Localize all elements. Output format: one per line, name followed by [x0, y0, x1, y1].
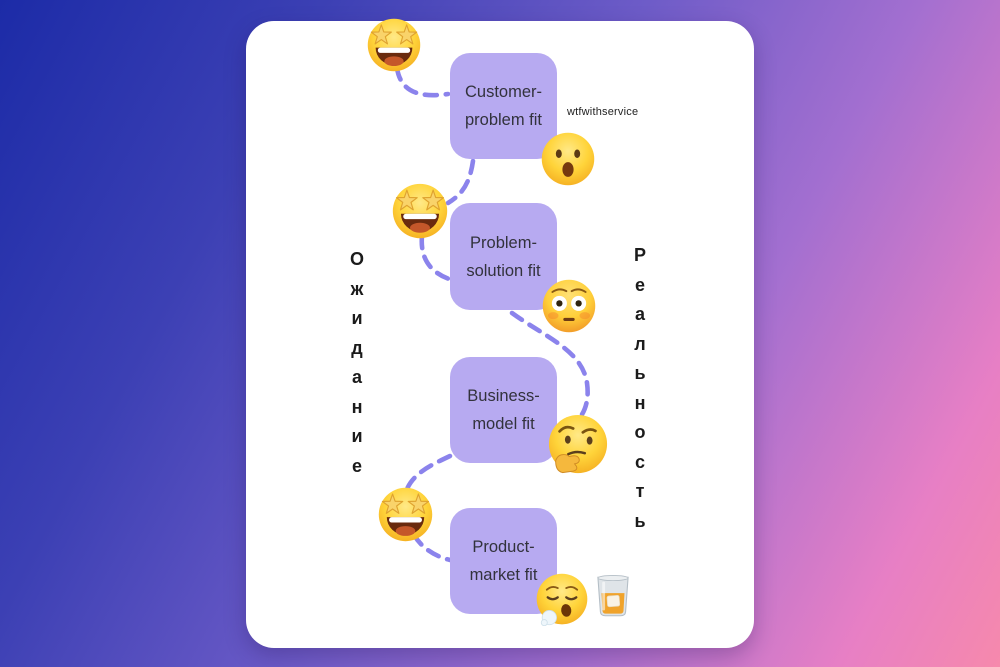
box-label-line: Problem- [470, 233, 537, 252]
watermark-text: wtfwithservice [567, 106, 639, 118]
vertical-letter: о [634, 422, 646, 442]
star-struck-emoji [391, 182, 449, 240]
expectation-vertical-label: О ж и д а н и е [344, 248, 370, 477]
vertical-letter: н [351, 396, 363, 417]
box-label-line: Product- [472, 538, 535, 556]
box-label-line: market fit [469, 566, 538, 584]
vertical-letter: О [349, 249, 364, 269]
vertical-letter: ж [350, 278, 364, 299]
vertical-letter: и [351, 308, 363, 328]
vertical-letter: с [634, 451, 645, 472]
vertical-letter: Р [633, 245, 646, 265]
reality-vertical-label: Р е а л ь н о с т ь [627, 244, 653, 532]
face-with-open-mouth-emoji [540, 131, 596, 187]
vertical-letter: и [351, 426, 363, 446]
box-business-model-fit: Business- model fit [450, 357, 557, 463]
vertical-letter: е [634, 274, 645, 295]
box-label-line: problem fit [464, 111, 543, 129]
vertical-letter: л [634, 333, 646, 354]
flushed-face-emoji [541, 278, 597, 334]
box-problem-solution-fit: Problem- solution fit [450, 203, 557, 310]
vertical-letter: а [634, 304, 645, 324]
vertical-letter: е [351, 455, 362, 476]
vertical-letter: т [635, 481, 645, 501]
vertical-letter: а [351, 367, 362, 387]
tumbler-glass-emoji [590, 573, 636, 619]
vertical-letter: д [351, 337, 363, 358]
vertical-letter: ь [634, 363, 646, 383]
vertical-letter: ь [634, 510, 646, 531]
star-struck-emoji [377, 486, 434, 543]
box-label-line: model fit [472, 415, 535, 433]
box-label-line: Customer- [464, 83, 542, 101]
box-customer-problem-fit: Customer- problem fit [450, 53, 557, 159]
box-label-line: Business- [467, 387, 540, 405]
sleepy-face-emoji [535, 572, 589, 626]
box-label-line: solution fit [466, 261, 541, 280]
thinking-face-emoji [547, 413, 609, 475]
star-struck-emoji [366, 17, 422, 73]
vertical-letter: н [634, 392, 646, 413]
